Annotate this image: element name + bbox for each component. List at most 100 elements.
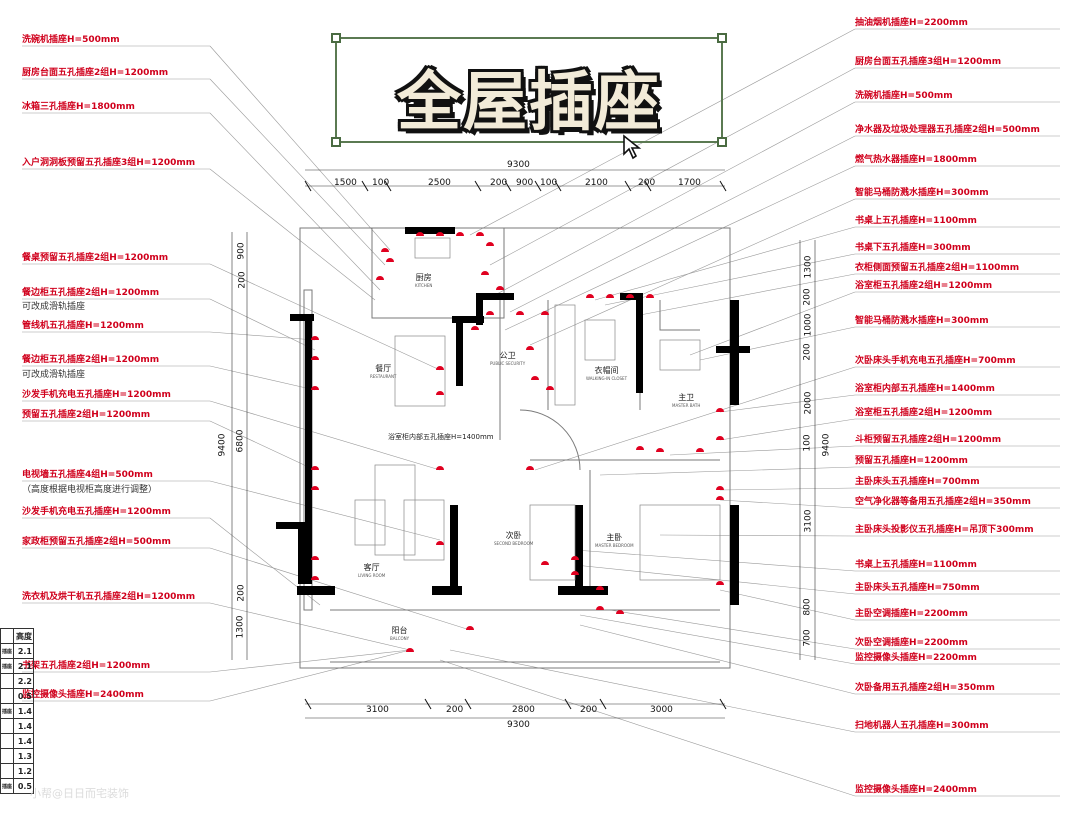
socket-marker bbox=[386, 258, 394, 262]
leader-line bbox=[719, 418, 856, 441]
leader-line bbox=[719, 499, 856, 509]
dim-right: 200 bbox=[802, 288, 813, 306]
dim-left: 1300 bbox=[235, 615, 246, 639]
leader-line bbox=[719, 394, 856, 413]
annotation-right: 主卧床头五孔插座H=700mm bbox=[855, 477, 980, 487]
socket-marker bbox=[541, 561, 549, 565]
dim-top: 200 bbox=[490, 178, 508, 188]
socket-marker bbox=[716, 496, 724, 500]
dim-right: 100 bbox=[802, 434, 813, 452]
annotation-right: 浴室柜五孔插座2组H=1200mm bbox=[855, 281, 993, 291]
dim-right-total: 9400 bbox=[821, 433, 832, 457]
resize-handle-bottom-left[interactable] bbox=[331, 137, 341, 147]
resize-handle-bottom-right[interactable] bbox=[717, 137, 727, 147]
height-table-label: 插座 bbox=[0, 643, 15, 659]
page-title: 全屋插座 bbox=[397, 66, 661, 140]
height-table-value: 1.3 bbox=[13, 748, 34, 764]
height-table-label: 插座 bbox=[0, 778, 15, 794]
annotation-right: 洗碗机插座H=500mm bbox=[855, 91, 953, 101]
height-table-value: 2.1 bbox=[13, 658, 34, 674]
socket-marker bbox=[311, 556, 319, 560]
height-table-row: 1.4 bbox=[0, 718, 34, 734]
height-table-row: 0.5 bbox=[0, 688, 34, 704]
height-table-label bbox=[0, 763, 15, 779]
height-table-label bbox=[0, 688, 15, 704]
leader-line bbox=[209, 602, 411, 651]
title-frame[interactable]: 全屋插座 bbox=[331, 33, 727, 147]
socket-marker bbox=[476, 232, 484, 236]
height-table-value: 2.2 bbox=[13, 673, 34, 689]
height-table-value: 0.5 bbox=[13, 778, 34, 794]
leader-line bbox=[449, 649, 856, 733]
leader-line bbox=[574, 549, 856, 572]
leader-line bbox=[529, 198, 856, 346]
socket-marker bbox=[471, 326, 479, 330]
heavy-walls bbox=[276, 227, 750, 605]
annotation-left: （高度根据电视柜高度进行调整） bbox=[22, 485, 158, 495]
socket-marker bbox=[571, 556, 579, 560]
leader-line bbox=[209, 331, 316, 341]
annotation-left: 冰箱三孔插座H=1800mm bbox=[22, 102, 135, 112]
socket-marker bbox=[311, 336, 319, 340]
leader-line bbox=[579, 614, 856, 665]
resize-handle-top-left[interactable] bbox=[331, 33, 341, 43]
socket-marker bbox=[311, 576, 319, 580]
leader-line bbox=[439, 659, 856, 797]
leader-line bbox=[534, 366, 856, 471]
socket-marker bbox=[526, 346, 534, 350]
socket-marker bbox=[436, 366, 444, 370]
height-table-label bbox=[0, 673, 15, 689]
leader-lines bbox=[22, 28, 1060, 797]
height-table-header: 高度 bbox=[0, 628, 34, 644]
dim-right: 700 bbox=[802, 629, 813, 647]
dim-right: 3100 bbox=[803, 509, 814, 533]
height-table-value: 0.5 bbox=[13, 688, 34, 704]
dim-bottom: 2800 bbox=[512, 705, 535, 715]
leader-line bbox=[209, 420, 316, 471]
height-table-label bbox=[0, 748, 15, 764]
annotation-left: 书架五孔插座2组H=1200mm bbox=[22, 661, 151, 671]
dim-bottom-total: 9300 bbox=[507, 720, 530, 730]
resize-handle-top-right[interactable] bbox=[717, 33, 727, 43]
annotation-left: 可改成滑轨插座 bbox=[22, 370, 86, 380]
height-table-row: 1.3 bbox=[0, 748, 34, 764]
socket-marker bbox=[376, 276, 384, 280]
annotation-right: 智能马桶防溅水插座H=300mm bbox=[855, 188, 989, 198]
dim-bottom: 3000 bbox=[650, 705, 673, 715]
socket-marker bbox=[716, 581, 724, 585]
furniture bbox=[354, 237, 721, 581]
annotation-right: 厨房台面五孔插座3组H=1200mm bbox=[855, 57, 1002, 67]
annotation-right: 浴室柜五孔插座2组H=1200mm bbox=[855, 408, 993, 418]
leader-line bbox=[209, 400, 441, 471]
dim-left-total: 9400 bbox=[217, 433, 228, 457]
socket-marker bbox=[486, 242, 494, 246]
height-table-label: 插座 bbox=[0, 703, 15, 719]
annotation-right: 监控摄像头插座H=2200mm bbox=[855, 653, 977, 663]
dim-left: 6800 bbox=[235, 429, 246, 453]
dim-right: 200 bbox=[802, 343, 813, 361]
socket-marker bbox=[596, 606, 604, 610]
height-table-row: 1.4 bbox=[0, 733, 34, 749]
leader-line bbox=[209, 649, 411, 673]
annotation-left: 洗衣机及烘干机五孔插座2组H=1200mm bbox=[22, 592, 196, 602]
annotation-right: 主卧床头投影仪五孔插座H=吊顶下300mm bbox=[855, 525, 1034, 535]
socket-marker bbox=[436, 232, 444, 236]
socket-marker bbox=[466, 626, 474, 630]
dim-top: 100 bbox=[372, 178, 390, 188]
dim-bottom: 3100 bbox=[366, 705, 389, 715]
dim-left: 900 bbox=[236, 242, 247, 260]
leader-line bbox=[209, 78, 386, 266]
inner-note: 浴室柜内部五孔插座H=1400mm bbox=[388, 433, 494, 441]
dim-right: 2000 bbox=[803, 391, 814, 415]
